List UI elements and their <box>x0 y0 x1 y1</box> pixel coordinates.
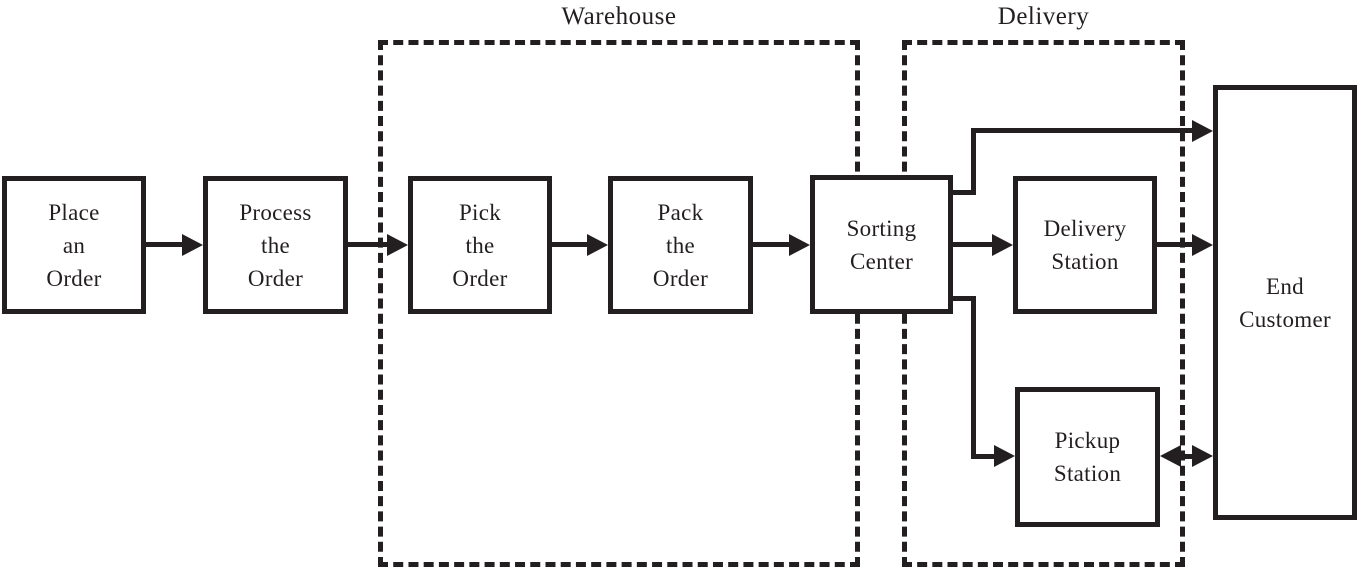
node-label-line: the <box>465 232 495 258</box>
node-pickup-station: Pickup Station <box>1015 387 1160 527</box>
node-place-an-order: Place an Order <box>2 176 146 314</box>
node-process-the-order: Process the Order <box>203 176 348 314</box>
node-label-line: Order <box>452 265 508 291</box>
node-label-line: Sorting <box>846 215 917 241</box>
connector-sorting-top-vertical <box>971 128 976 195</box>
arrowhead-sorting-to-delivery-station-icon <box>992 234 1013 256</box>
node-label-line: Center <box>849 248 914 274</box>
delivery-group-label: Delivery <box>997 3 1090 30</box>
connector-sorting-to-delivery-station-line <box>953 242 995 247</box>
connector-sorting-top-stub <box>953 190 976 195</box>
arrowhead-place-to-process-icon <box>182 234 203 256</box>
node-label-line: Delivery <box>1043 216 1127 241</box>
arrowhead-pickup-to-end-customer-icon <box>1192 445 1213 467</box>
node-label-line: Order <box>652 265 709 291</box>
node-label-line: Pickup <box>1054 428 1121 453</box>
connector-sorting-bottom-vertical <box>971 296 976 459</box>
connector-sorting-to-end-customer-line <box>971 128 1193 133</box>
node-label-line: Pick <box>458 199 502 225</box>
node-label-line: Station <box>1053 461 1122 486</box>
node-pick-the-order: Pick the Order <box>408 176 552 314</box>
connector-pick-to-pack-line <box>552 242 590 247</box>
node-label-line: the <box>261 232 290 258</box>
node-sorting-center: Sorting Center <box>810 175 953 314</box>
connector-process-to-pick-line <box>348 242 390 247</box>
node-label-line: Customer <box>1239 306 1331 332</box>
node-delivery-station: Delivery Station <box>1013 176 1157 314</box>
node-label-line: Pack <box>657 199 704 225</box>
warehouse-group-label: Warehouse <box>561 3 677 30</box>
node-pack-the-order: Pack the Order <box>608 176 753 314</box>
arrowhead-delivery-station-to-end-customer-icon <box>1192 234 1213 256</box>
node-end-customer: End Customer <box>1213 85 1357 520</box>
arrowhead-pick-to-pack-icon <box>587 234 608 256</box>
arrowhead-pack-to-sorting-icon <box>789 234 810 256</box>
connector-sorting-to-pickup-line <box>971 454 995 459</box>
connector-sorting-bottom-stub <box>953 296 976 301</box>
arrowhead-end-customer-to-pickup-icon <box>1160 445 1181 467</box>
node-label-line: an <box>62 232 86 258</box>
arrowhead-process-to-pick-icon <box>387 234 408 256</box>
node-label-line: Order <box>46 265 102 291</box>
node-label-line: Station <box>1051 249 1119 274</box>
connector-pack-to-sorting-line <box>753 242 792 247</box>
node-label-line: Order <box>247 265 304 291</box>
connector-place-to-process-line <box>145 242 185 247</box>
connector-pickup-to-end-customer-line <box>1178 454 1195 459</box>
connector-delivery-station-to-end-customer-line <box>1157 242 1195 247</box>
arrowhead-sorting-to-pickup-icon <box>994 445 1015 467</box>
node-label-line: End <box>1266 273 1304 299</box>
node-label-line: Place <box>48 199 100 225</box>
node-label-line: the <box>666 232 695 258</box>
arrowhead-sorting-to-end-customer-icon <box>1192 120 1213 142</box>
node-label-line: Process <box>239 199 312 225</box>
